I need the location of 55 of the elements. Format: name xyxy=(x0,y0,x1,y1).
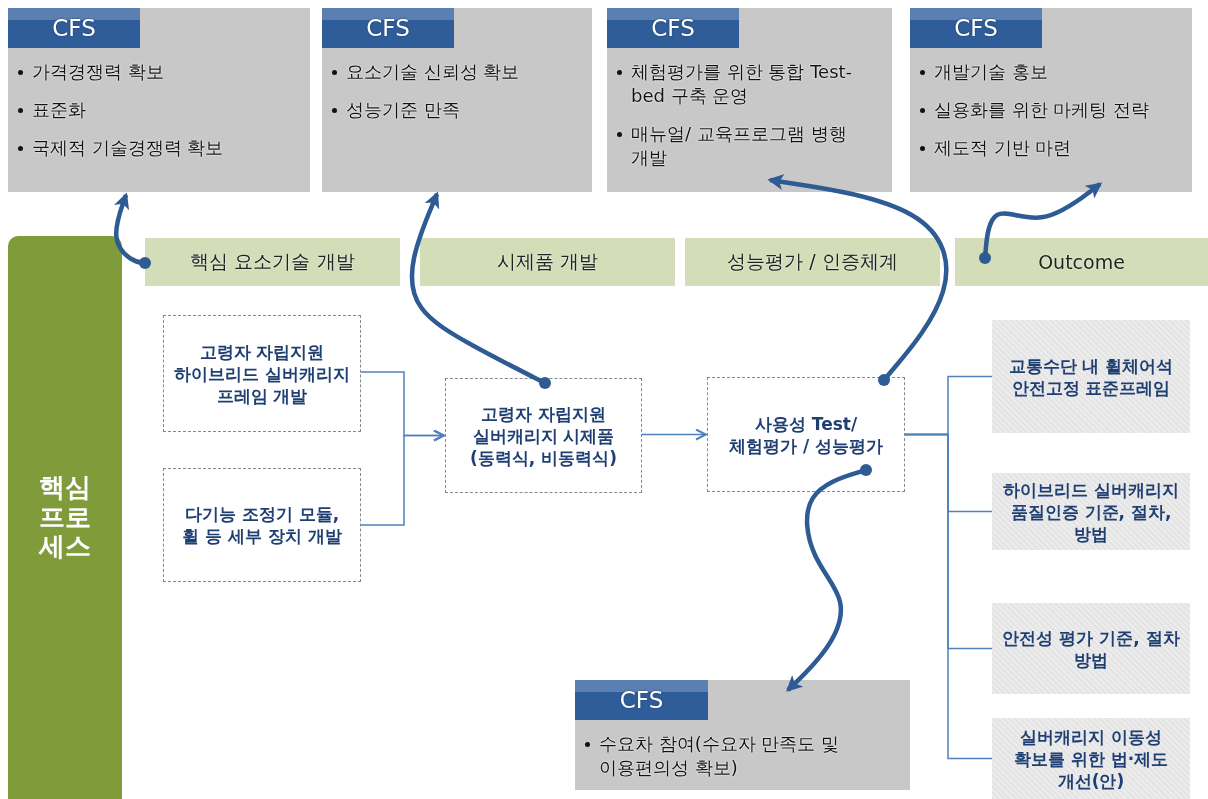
curved-arrow xyxy=(767,174,949,386)
bullet-text: 매뉴얼/ 교육프로그램 병행 개발 xyxy=(631,123,847,168)
bullet-text: 국제적 기술경쟁력 확보 xyxy=(32,137,224,158)
box-text: 고령자 자립지원 실버캐리지 시제품 (동력식, 비동력식) xyxy=(469,402,618,469)
outcome-box xyxy=(992,473,1190,550)
curved-arrow xyxy=(979,182,1103,264)
process-box xyxy=(163,468,361,582)
box-text: 사용성 Test/ 체험평가 / 성능평가 xyxy=(727,412,884,457)
cfs-tab: CFS xyxy=(8,8,140,48)
cfs-panel xyxy=(8,8,310,192)
process-side-bar xyxy=(8,236,122,799)
header-text: 성능평가 / 인증체계 xyxy=(727,249,898,274)
cfs-panel xyxy=(322,8,592,192)
box-text: 고령자 자립지원 하이브리드 실버캐리지 프레임 개발 xyxy=(174,340,350,407)
cfs-tab: CFS xyxy=(575,680,708,720)
bullet-text: 수요차 참여(수요자 만족도 및 이용편의성 확보) xyxy=(599,733,840,778)
cfs-panel xyxy=(575,680,910,790)
box-text: 안전성 평가 기준, 절차 방법 xyxy=(1002,626,1180,671)
stage-header xyxy=(145,238,400,286)
curved-arrow xyxy=(786,464,872,692)
bullet-text: 실용화를 위한 마케팅 전략 xyxy=(934,99,1150,120)
cfs-panel xyxy=(607,8,892,192)
outcome-box xyxy=(992,603,1190,694)
bullet-text: 개발기술 홍보 xyxy=(934,61,1048,82)
process-box xyxy=(445,378,642,493)
bullet-text: 체험평가를 위한 통합 Test-bed 구축 운영 xyxy=(631,61,853,106)
process-box xyxy=(707,377,905,492)
arrow xyxy=(360,429,445,526)
curved-arrow xyxy=(409,191,551,389)
side-label: 핵심 프로세스 xyxy=(38,472,92,563)
arrow xyxy=(641,428,707,441)
bullet-text: 제도적 기반 마련 xyxy=(934,137,1072,158)
box-text: 하이브리드 실버캐리지 품질인증 기준, 절차, 방법 xyxy=(1002,478,1180,545)
curved-arrow xyxy=(114,192,151,269)
header-text: 핵심 요소기술 개발 xyxy=(190,249,355,274)
box-text: 다기능 조정기 모듈, 휠 등 세부 장치 개발 xyxy=(181,503,343,547)
bullet-text: 요소기술 신뢰성 확보 xyxy=(346,61,520,82)
cfs-tab: CFS xyxy=(322,8,454,48)
stage-header xyxy=(955,238,1208,286)
process-box xyxy=(163,315,361,432)
stage-header xyxy=(685,238,940,286)
box-text: 실버캐리지 이동성 확보를 위한 법·제도 개선(안) xyxy=(1012,725,1170,792)
bullet-text: 가격경쟁력 확보 xyxy=(32,61,164,82)
outcome-box xyxy=(992,320,1190,433)
header-text: Outcome xyxy=(1038,251,1125,273)
cfs-panel xyxy=(910,8,1192,192)
stage-header xyxy=(420,238,675,286)
outcome-box xyxy=(992,718,1190,799)
bullet-text: 표준화 xyxy=(32,99,86,120)
header-text: 시제품 개발 xyxy=(496,249,598,274)
bullet-text: 성능기준 만족 xyxy=(346,99,460,120)
box-text: 교통수단 내 휠체어석 안전고정 표준프레임 xyxy=(1007,354,1175,399)
cfs-tab: CFS xyxy=(910,8,1042,48)
cfs-tab: CFS xyxy=(607,8,739,48)
connector-line xyxy=(904,433,993,760)
